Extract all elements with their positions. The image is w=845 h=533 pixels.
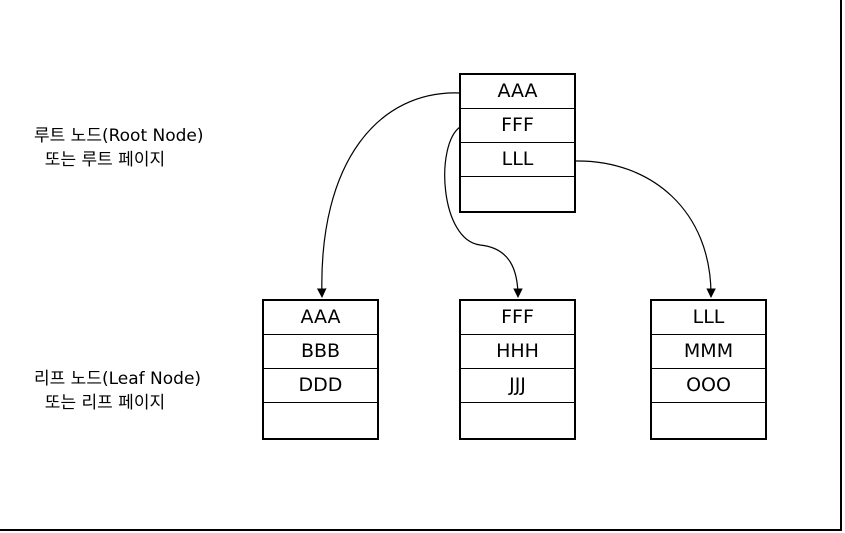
leaf-3-key-4	[652, 403, 765, 436]
connector-aaa	[316, 92, 461, 298]
connector-lll	[575, 160, 716, 298]
root-node-caption: 루트 노드(Root Node) 또는 루트 페이지	[34, 126, 204, 170]
leaf-node-page-2: FFF HHH JJJ	[459, 299, 576, 440]
leaf-node-page-1: AAA BBB DDD	[262, 299, 379, 440]
leaf-node-page-3: LLL MMM OOO	[650, 299, 767, 440]
leaf-2-key-1: FFF	[461, 301, 574, 335]
leaf-3-key-1: LLL	[652, 301, 765, 335]
leaf-2-key-2: HHH	[461, 335, 574, 369]
leaf-1-key-4	[264, 403, 377, 436]
leaf-1-key-3: DDD	[264, 369, 377, 403]
root-key-2: FFF	[461, 109, 574, 143]
root-key-3: LLL	[461, 143, 574, 177]
leaf-2-key-4	[461, 403, 574, 436]
root-key-1: AAA	[461, 75, 574, 109]
leaf-1-key-2: BBB	[264, 335, 377, 369]
root-node-page: AAA FFF LLL	[459, 73, 576, 213]
root-key-4	[461, 177, 574, 210]
leaf-node-caption: 리프 노드(Leaf Node) 또는 리프 페이지	[34, 369, 202, 413]
leaf-1-key-1: AAA	[264, 301, 377, 335]
leaf-3-key-3: OOO	[652, 369, 765, 403]
leaf-3-key-2: MMM	[652, 335, 765, 369]
connector-fff	[444, 126, 523, 298]
leaf-2-key-3: JJJ	[461, 369, 574, 403]
